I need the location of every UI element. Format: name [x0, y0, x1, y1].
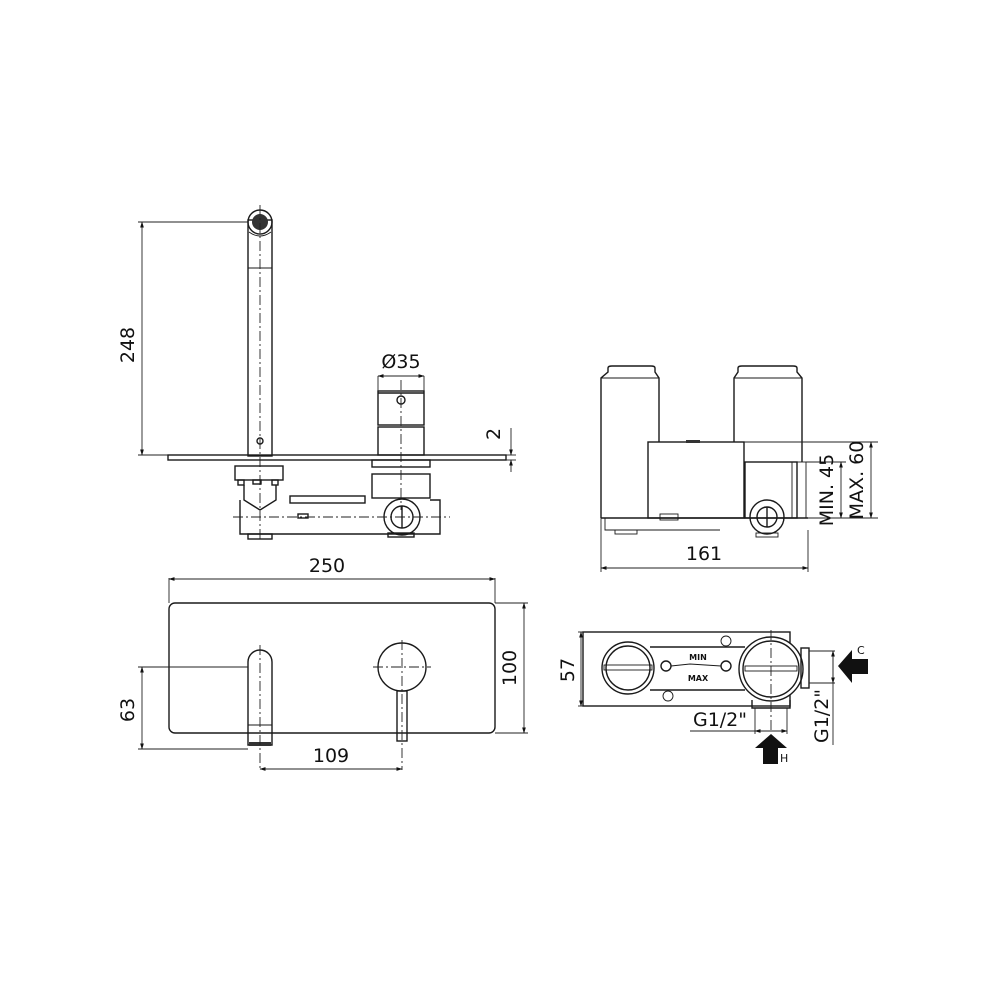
front-view: 250 100 63 109 — [117, 555, 528, 771]
max-mark-label: MAX — [688, 674, 709, 683]
dimension-max-60: MAX. 60 — [744, 441, 878, 520]
dimension-161: 161 — [600, 518, 809, 572]
dim-label-250: 250 — [309, 555, 345, 577]
dimension-248: 248 — [117, 221, 248, 456]
dimension-250: 250 — [168, 555, 496, 603]
front-plate — [168, 602, 496, 734]
body-side-view: 161 MIN. 45 MAX. 60 — [600, 365, 878, 572]
dim-label-63: 63 — [117, 698, 139, 722]
dimension-109: 109 — [259, 745, 403, 771]
dim-label-161: 161 — [686, 543, 722, 565]
spout — [247, 205, 273, 540]
dim-label-diameter: Ø35 — [381, 351, 420, 373]
dimension-hot-thread: G1/2" — [690, 708, 788, 734]
spout-front — [247, 645, 273, 770]
dimension-min-45: MIN. 45 — [806, 454, 878, 526]
side-view: 248 Ø35 2 — [117, 205, 516, 540]
dim-label-hot-thread: G1/2" — [693, 709, 747, 731]
dimension-diameter-35: Ø35 — [377, 351, 425, 391]
mixer-handle — [371, 380, 431, 510]
handle-front — [373, 640, 431, 770]
dim-label-cold-thread: G1/2" — [811, 689, 833, 743]
dim-label-min-45: MIN. 45 — [816, 454, 838, 526]
wall-plate — [167, 454, 507, 461]
dimension-100: 100 — [495, 602, 528, 734]
dim-label-max-60: MAX. 60 — [846, 441, 868, 520]
left-cartridge-icon — [601, 641, 655, 695]
valve-body-side — [233, 465, 450, 540]
dimension-cold-thread: G1/2" — [809, 650, 835, 745]
dim-label-248: 248 — [117, 327, 139, 363]
dimension-57: 57 — [557, 631, 583, 707]
dim-label-100: 100 — [499, 650, 521, 686]
dimension-2: 2 — [483, 428, 516, 472]
cold-inlet-label: C — [857, 644, 865, 657]
min-mark-label: MIN — [689, 653, 707, 662]
dim-label-2: 2 — [483, 428, 505, 440]
dimension-63: 63 — [117, 666, 248, 750]
body-top-view: MIN MAX 57 G1/2" — [557, 630, 868, 765]
dim-label-57: 57 — [557, 658, 579, 682]
cold-inlet-arrow-icon: C — [838, 644, 868, 683]
hot-inlet-arrow-icon: H — [755, 734, 788, 765]
dim-label-109: 109 — [313, 745, 349, 767]
hot-inlet-label: H — [780, 752, 788, 765]
